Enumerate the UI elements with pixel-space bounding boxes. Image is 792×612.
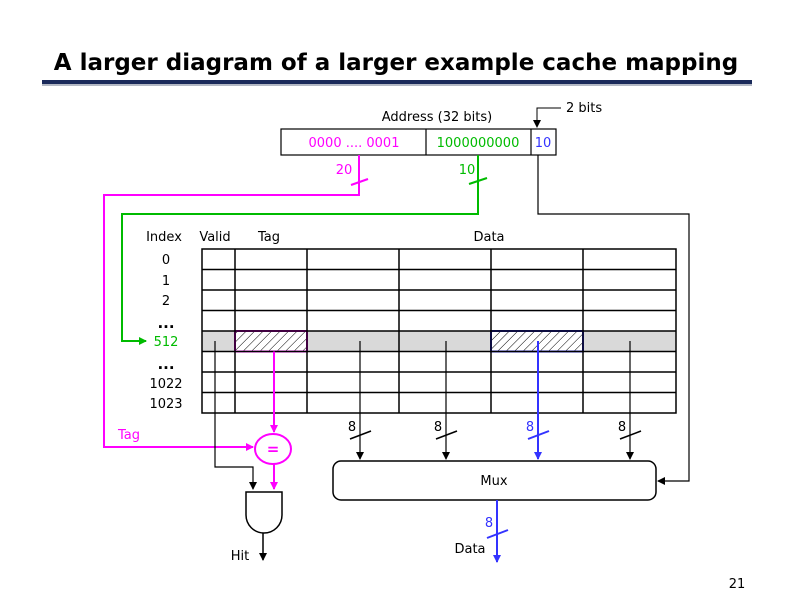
byte-tick-2 <box>527 430 550 440</box>
hit-label: Hit <box>231 549 249 564</box>
hit-and-gate <box>245 491 283 534</box>
index-width-label: 10 <box>459 163 476 178</box>
index-width-tick <box>468 177 488 185</box>
row-label-1022: 1022 <box>149 377 182 392</box>
tag-wire-label: Tag <box>117 428 140 443</box>
byte-tick-3 <box>619 430 642 440</box>
data-out-tick <box>486 529 509 539</box>
byte-width-2: 8 <box>526 420 534 435</box>
tag-width-label: 20 <box>336 163 353 178</box>
offset-note-pointer <box>533 107 561 128</box>
header-data: Data <box>473 230 504 245</box>
mux-label: Mux <box>480 474 507 489</box>
page-number: 21 <box>729 577 746 592</box>
valid-wire <box>214 341 257 490</box>
offset-wire <box>537 155 690 485</box>
tag-width-tick <box>350 178 369 186</box>
data-out-width: 8 <box>485 516 493 531</box>
address-label: Address (32 bits) <box>382 110 492 125</box>
tag-wire <box>103 155 360 451</box>
byte-tick-1 <box>435 430 458 440</box>
cache-grid <box>201 248 677 414</box>
row-label-1: 1 <box>162 274 170 289</box>
offset-bits-note: 2 bits <box>566 101 602 116</box>
address-index-field: 1000000000 <box>437 136 520 151</box>
address-tag-field: 0000 .... 0001 <box>309 136 400 151</box>
row-label-512: 512 <box>154 335 179 350</box>
row-label-ellipsis-1: ... <box>157 314 174 332</box>
header-index: Index <box>146 230 182 245</box>
row-label-ellipsis-2: ... <box>157 355 174 373</box>
row-label-0: 0 <box>162 253 170 268</box>
byte-width-3: 8 <box>618 420 626 435</box>
byte-tick-0 <box>349 430 372 440</box>
byte-width-1: 8 <box>434 420 442 435</box>
row-label-2: 2 <box>162 294 170 309</box>
row-label-1023: 1023 <box>149 397 182 412</box>
selected-tag-cell <box>234 330 308 353</box>
slide-title: A larger diagram of a larger example cac… <box>54 50 738 76</box>
comparator-symbol: = <box>267 440 280 458</box>
data-out-label: Data <box>454 542 485 557</box>
header-tag: Tag <box>257 230 280 245</box>
address-offset-field: 10 <box>535 136 552 151</box>
index-wire <box>121 155 479 345</box>
byte-width-0: 8 <box>348 420 356 435</box>
address-register <box>280 128 557 156</box>
header-valid: Valid <box>199 230 230 245</box>
data-mux <box>332 460 657 501</box>
